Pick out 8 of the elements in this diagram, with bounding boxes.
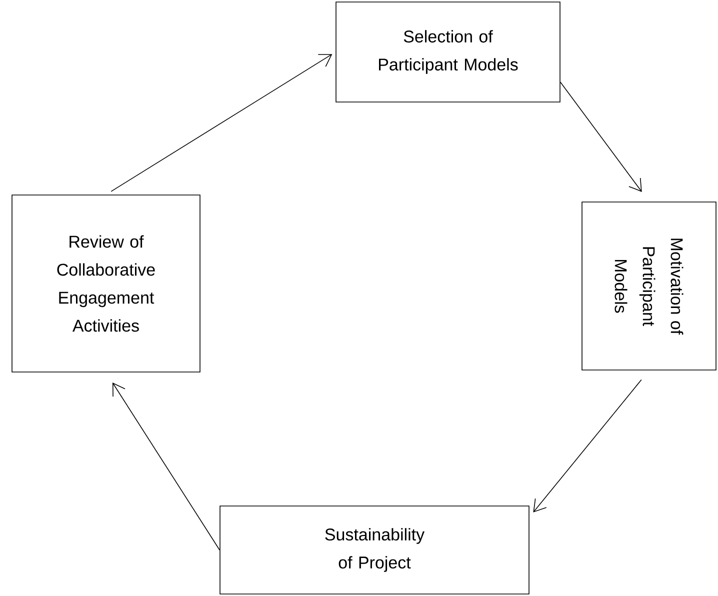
process-box: Review of Collaborative Engagement Activities (12, 194, 200, 372)
process-box: Sustainability of Project (220, 506, 530, 594)
process-box: Motivation of Participant Models (582, 202, 716, 370)
arrow (110, 54, 332, 192)
arrow (112, 382, 220, 550)
process-box: Selection of Participant Models (336, 2, 560, 102)
arrow (560, 82, 642, 192)
arrow (533, 379, 642, 512)
